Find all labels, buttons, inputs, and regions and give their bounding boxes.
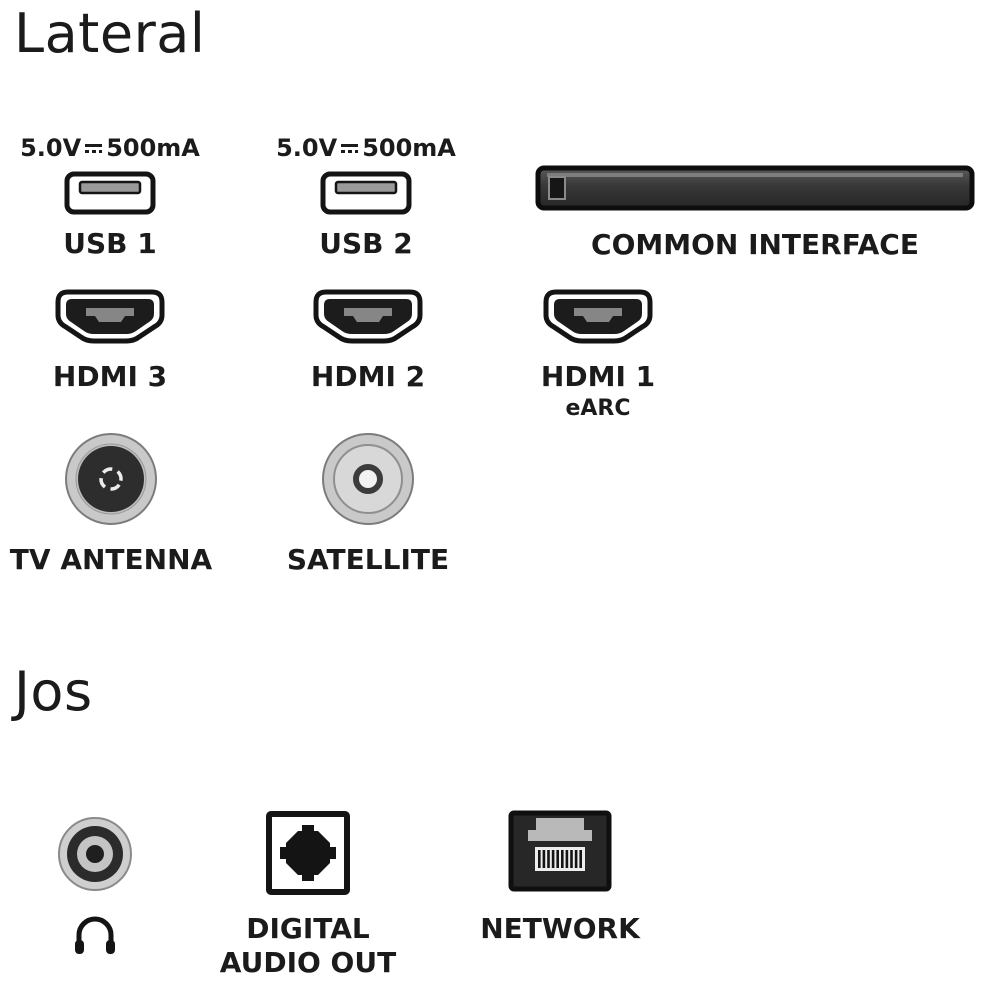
hdmi3-port-group: HDMI 3 bbox=[10, 288, 210, 393]
section-title-lateral: Lateral bbox=[14, 2, 206, 65]
digital-audio-label-line2: AUDIO OUT bbox=[219, 946, 397, 979]
hdmi3-label: HDMI 3 bbox=[52, 360, 168, 393]
headphones-icon bbox=[75, 916, 115, 954]
usb-port-icon bbox=[64, 171, 156, 215]
tv-antenna-label: TV ANTENNA bbox=[9, 543, 213, 576]
digital-audio-out-group: DIGITAL AUDIO OUT bbox=[198, 810, 418, 980]
tv-antenna-connector-icon bbox=[65, 433, 157, 525]
common-interface-slot-icon bbox=[535, 165, 975, 211]
hdmi1-port-group: HDMI 1 eARC bbox=[498, 288, 698, 421]
common-interface-group: COMMON INTERFACE bbox=[535, 164, 975, 261]
hdmi-port-icon bbox=[55, 289, 165, 344]
section-title-jos: Jos bbox=[14, 660, 93, 723]
hdmi2-label: HDMI 2 bbox=[310, 360, 426, 393]
headphones-group bbox=[15, 815, 175, 955]
hdmi1-label: HDMI 1 bbox=[540, 360, 656, 393]
usb2-voltage: 5.0V bbox=[276, 134, 338, 162]
satellite-label: SATELLITE bbox=[286, 543, 450, 576]
usb1-current: 500mA bbox=[106, 134, 200, 162]
satellite-group: SATELLITE bbox=[258, 431, 478, 576]
usb1-voltage: 5.0V bbox=[20, 134, 82, 162]
hdmi-port-icon bbox=[313, 289, 423, 344]
tv-antenna-group: TV ANTENNA bbox=[1, 431, 221, 576]
usb1-label: USB 1 bbox=[63, 227, 157, 260]
common-interface-label: COMMON INTERFACE bbox=[591, 228, 919, 261]
network-group: NETWORK bbox=[450, 810, 670, 945]
digital-audio-label-line1: DIGITAL bbox=[246, 912, 370, 945]
usb1-port-group: 5.0V 500mA USB 1 bbox=[10, 134, 210, 260]
hdmi1-sublabel: eARC bbox=[565, 396, 631, 421]
dc-symbol-icon bbox=[341, 143, 359, 153]
dc-symbol-icon bbox=[85, 143, 103, 153]
usb2-label: USB 2 bbox=[319, 227, 413, 260]
network-label: NETWORK bbox=[480, 912, 640, 945]
network-port-icon bbox=[508, 810, 612, 892]
digital-audio-port-icon bbox=[266, 811, 350, 895]
usb2-rating: 5.0V 500mA bbox=[276, 134, 456, 162]
hdmi2-port-group: HDMI 2 bbox=[268, 288, 468, 393]
usb2-port-group: 5.0V 500mA USB 2 bbox=[266, 134, 466, 260]
hdmi-port-icon bbox=[543, 289, 653, 344]
usb-port-icon bbox=[320, 171, 412, 215]
headphone-jack-icon bbox=[58, 817, 132, 891]
satellite-connector-icon bbox=[322, 433, 414, 525]
usb1-rating: 5.0V 500mA bbox=[20, 134, 200, 162]
usb2-current: 500mA bbox=[362, 134, 456, 162]
